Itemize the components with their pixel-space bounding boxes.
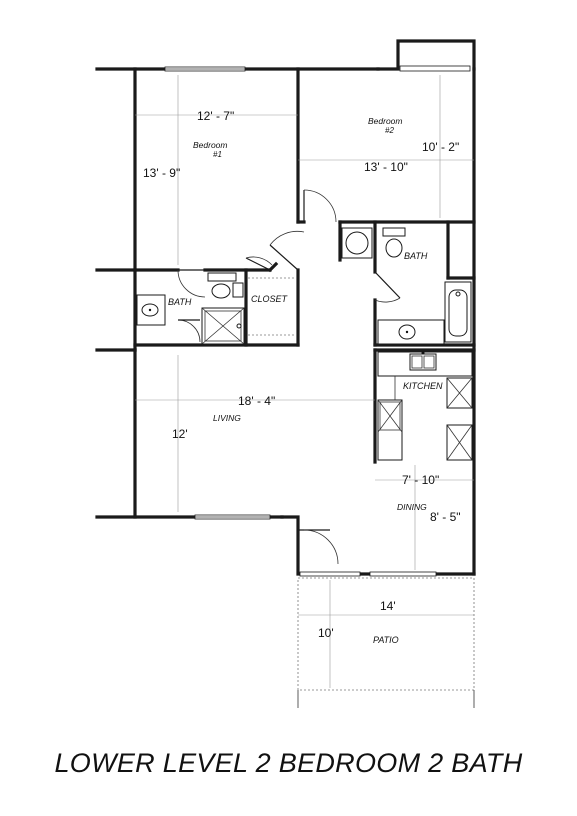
patio-labels: 14' 10' PATIO — [318, 599, 399, 645]
patio-width-label: 14' — [380, 599, 396, 613]
dining-name-label: DINING — [397, 502, 427, 512]
closet-fixtures — [248, 277, 296, 336]
kitchen-label: KITCHEN — [403, 381, 443, 391]
interior-walls — [95, 67, 476, 519]
bedroom1-name-label: Bedroom — [193, 140, 228, 150]
doors — [177, 189, 401, 575]
dining-width-label: 7' - 10" — [402, 473, 439, 487]
bedroom1-depth-label: 13' - 9" — [143, 166, 180, 180]
bedroom1-labels: 12' - 7" Bedroom #1 13' - 9" — [143, 109, 234, 180]
patio-depth-label: 10' — [318, 626, 334, 640]
bedroom1-number-label: #1 — [213, 150, 222, 159]
bedroom2-depth-label: 10' - 2" — [422, 140, 459, 154]
bath1-label: BATH — [168, 297, 192, 307]
closet-label: CLOSET — [251, 294, 289, 304]
patio-name-label: PATIO — [373, 635, 399, 645]
dining-labels: 7' - 10" DINING 8' - 5" — [397, 473, 461, 524]
bedroom2-name-label: Bedroom — [368, 116, 403, 126]
patio-outline — [297, 577, 475, 708]
bedroom2-number-label: #2 — [385, 126, 394, 135]
living-name-label: LIVING — [213, 413, 241, 423]
living-width-label: 18' - 4" — [238, 394, 275, 408]
living-depth-label: 12' — [172, 427, 188, 441]
living-labels: 18' - 4" LIVING 12' — [172, 394, 275, 441]
bedroom2-labels: Bedroom #2 10' - 2" 13' - 10" — [364, 116, 459, 174]
kitchen-fixtures — [377, 351, 473, 461]
windows — [164, 65, 471, 577]
bath2-label: BATH — [404, 251, 428, 261]
bath2-fixtures — [341, 227, 472, 345]
dining-depth-label: 8' - 5" — [430, 510, 461, 524]
bedroom2-width-label: 13' - 10" — [364, 160, 408, 174]
plan-title: LOWER LEVEL 2 BEDROOM 2 BATH — [54, 748, 523, 778]
dimension-lines — [135, 75, 474, 688]
bath1-fixtures — [136, 272, 245, 345]
bedroom1-width-label: 12' - 7" — [197, 109, 234, 123]
bath-closet-labels: BATH CLOSET BATH KITCHEN — [168, 251, 443, 391]
